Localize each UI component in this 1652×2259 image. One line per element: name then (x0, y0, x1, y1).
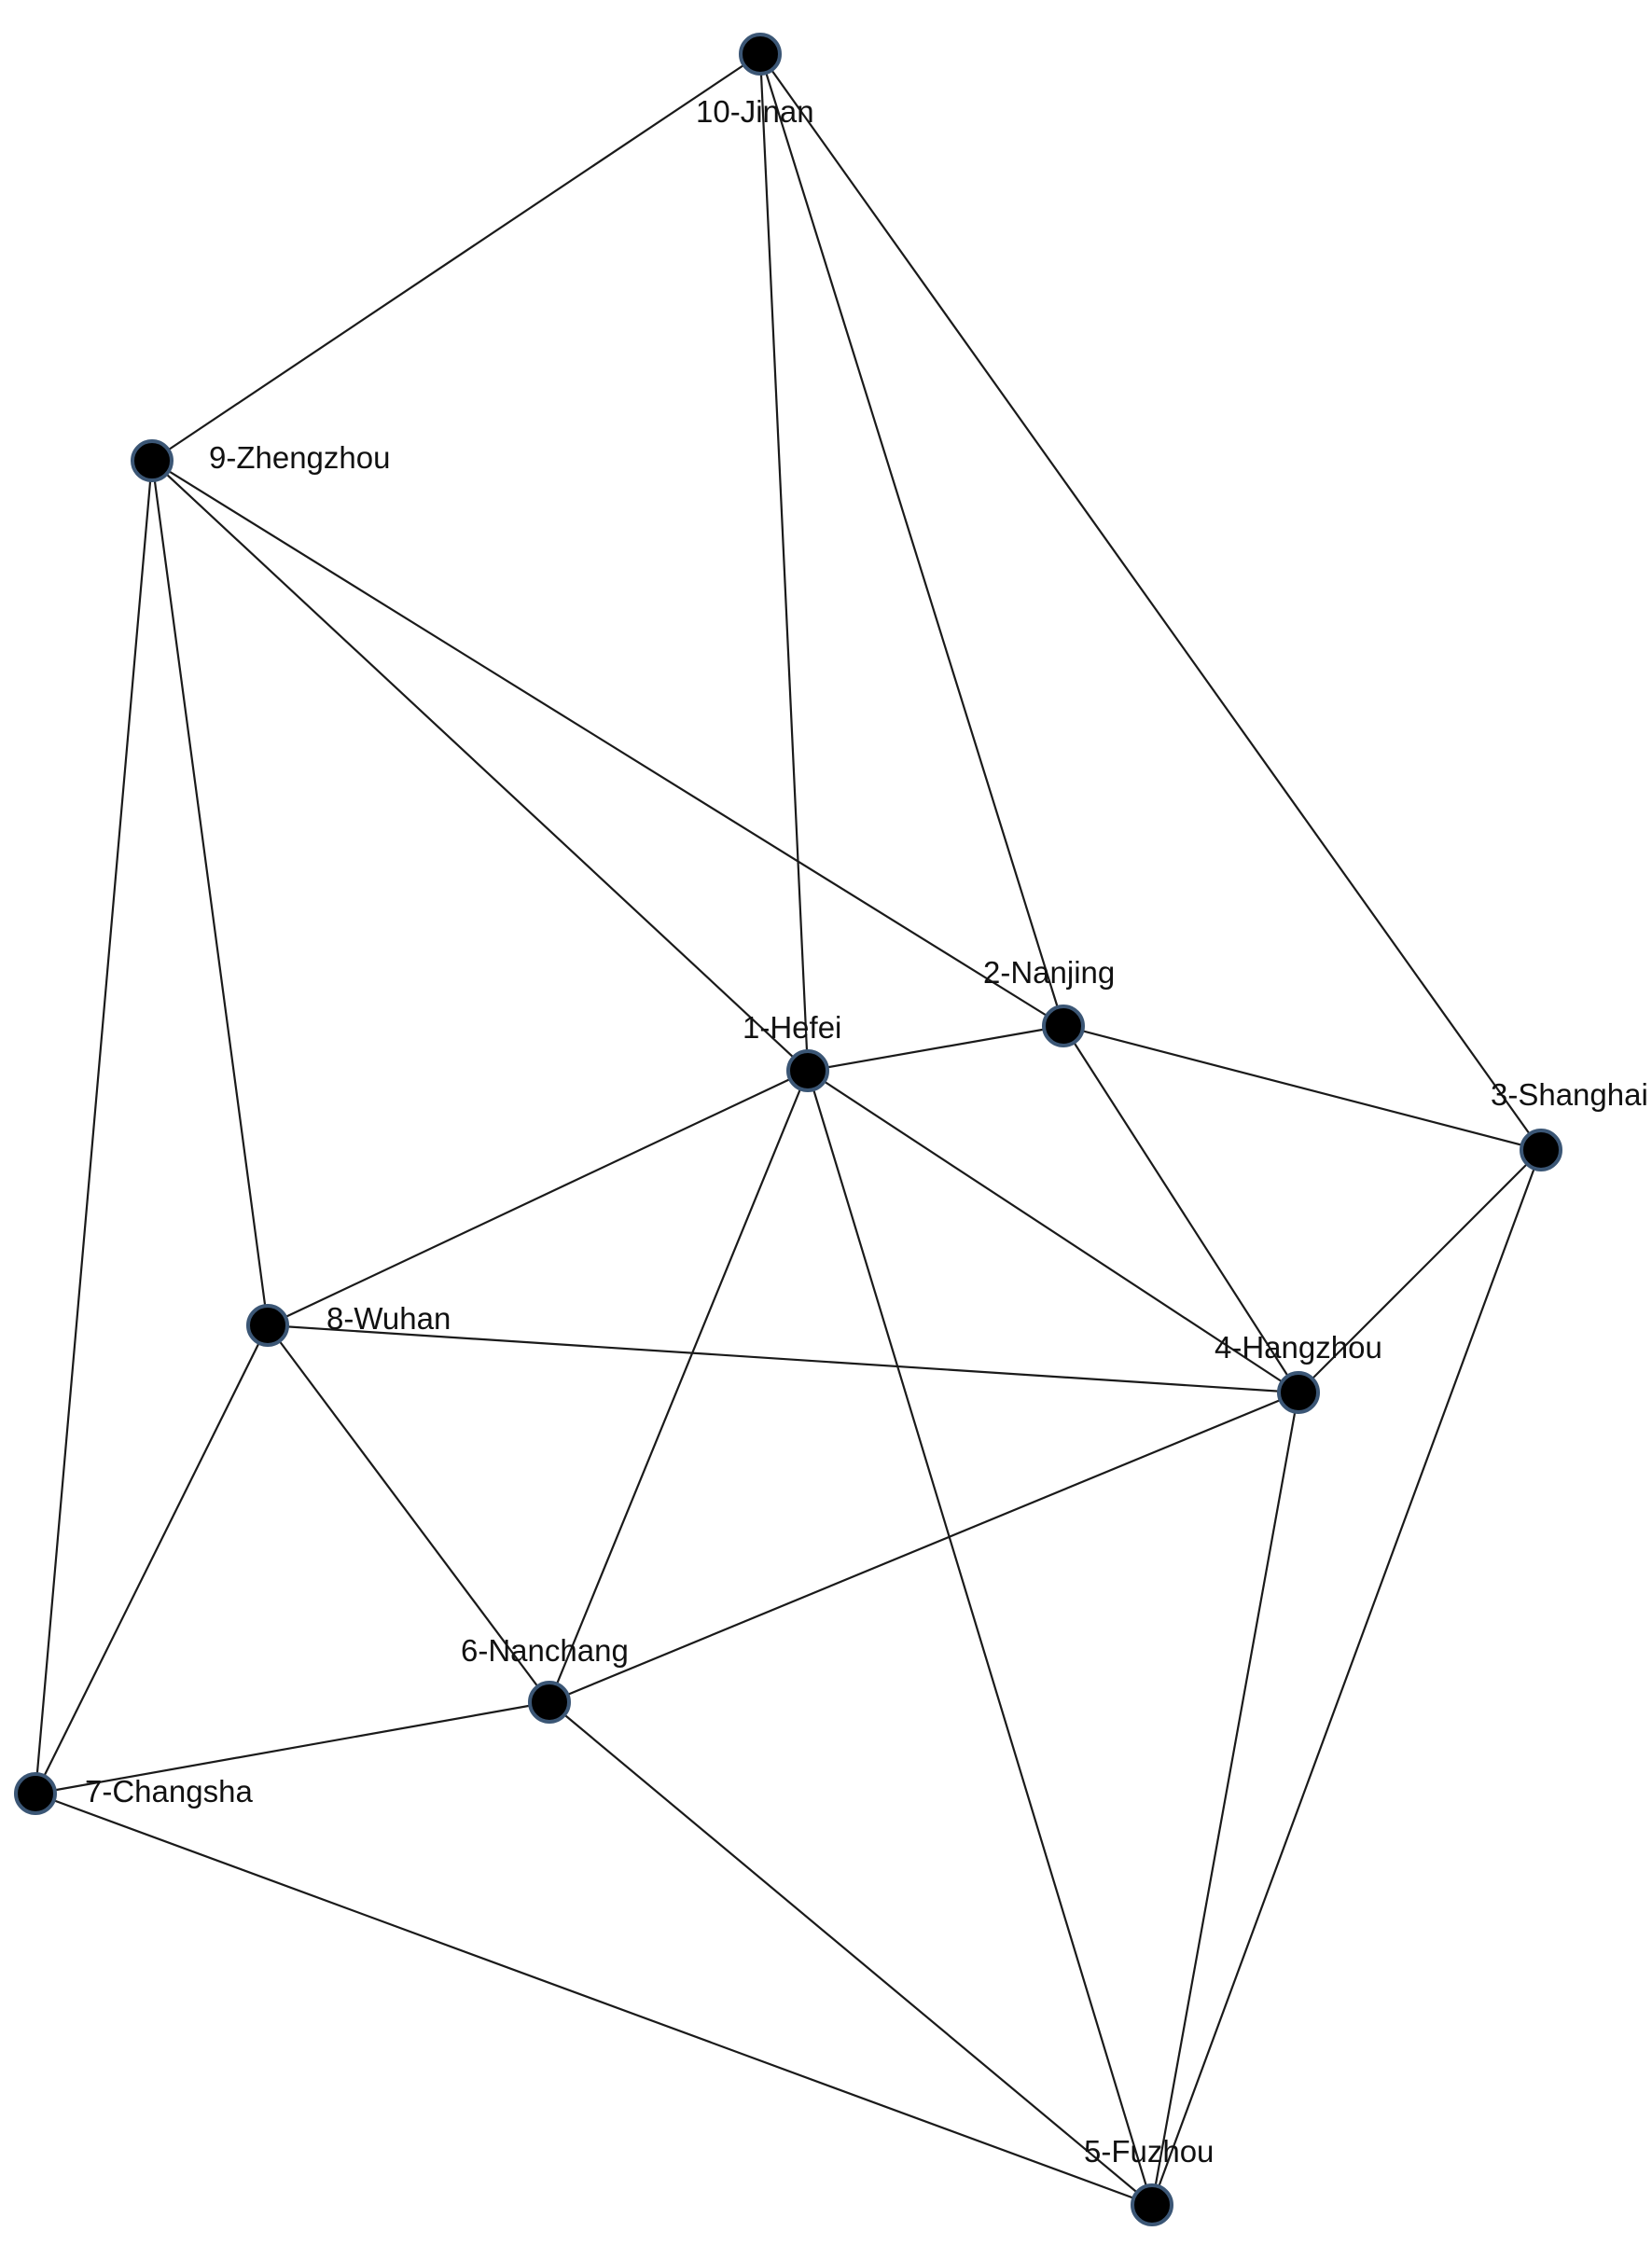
edge-10-2 (758, 53, 1065, 1027)
node-label-10: 10-Jinan (696, 94, 814, 129)
edge-10-3 (759, 53, 1542, 1151)
node-label-7: 7-Changsha (85, 1774, 253, 1809)
node-7 (14, 1772, 57, 1815)
edge-2-3 (1062, 1024, 1542, 1152)
edge-1-5 (806, 1070, 1154, 2206)
edge-6-7 (35, 1700, 550, 1795)
node-label-9: 9-Zhengzhou (209, 440, 390, 475)
edge-9-7 (34, 460, 154, 1795)
node-label-2: 2-Nanjing (983, 955, 1115, 990)
node-2 (1042, 1005, 1085, 1047)
node-1 (786, 1049, 829, 1092)
edge-1-8 (267, 1070, 809, 1326)
nodes-layer (14, 33, 1562, 2226)
edge-4-6 (548, 1391, 1299, 1704)
edge-1-6 (548, 1070, 810, 1703)
edge-3-5 (1150, 1149, 1543, 2206)
node-6 (528, 1681, 571, 1724)
edge-3-4 (1298, 1149, 1542, 1393)
edge-8-4 (267, 1324, 1299, 1394)
edge-8-7 (35, 1324, 269, 1795)
edge-8-6 (267, 1324, 550, 1703)
node-label-4: 4-Hangzhou (1215, 1330, 1382, 1365)
node-3 (1520, 1129, 1562, 1171)
node-label-6: 6-Nanchang (461, 1633, 629, 1668)
node-9 (131, 439, 174, 482)
edge-10-9 (151, 53, 761, 462)
node-label-5: 5-Fuzhou (1084, 2134, 1214, 2169)
node-5 (1131, 2183, 1173, 2226)
node-label-1: 1-Hefei (743, 1010, 841, 1045)
node-label-3: 3-Shanghai (1491, 1077, 1648, 1112)
edge-7-5 (35, 1792, 1153, 2207)
node-4 (1277, 1371, 1320, 1414)
edge-10-1 (758, 53, 810, 1072)
edge-4-5 (1150, 1392, 1300, 2206)
edges-layer (34, 53, 1543, 2207)
node-label-8: 8-Wuhan (326, 1301, 451, 1336)
edge-9-2 (151, 460, 1064, 1027)
node-8 (246, 1304, 289, 1347)
edge-9-8 (150, 460, 270, 1326)
edge-6-5 (548, 1701, 1153, 2206)
edge-2-4 (1062, 1025, 1299, 1393)
node-10 (739, 33, 782, 76)
edge-1-2 (807, 1024, 1064, 1073)
labels-layer: 1-Hefei 2-Nanjing 3-Shanghai 4-Hangzhou 5-Fu… (85, 94, 1648, 2169)
edge-9-1 (151, 460, 809, 1072)
edge-1-4 (807, 1070, 1299, 1393)
